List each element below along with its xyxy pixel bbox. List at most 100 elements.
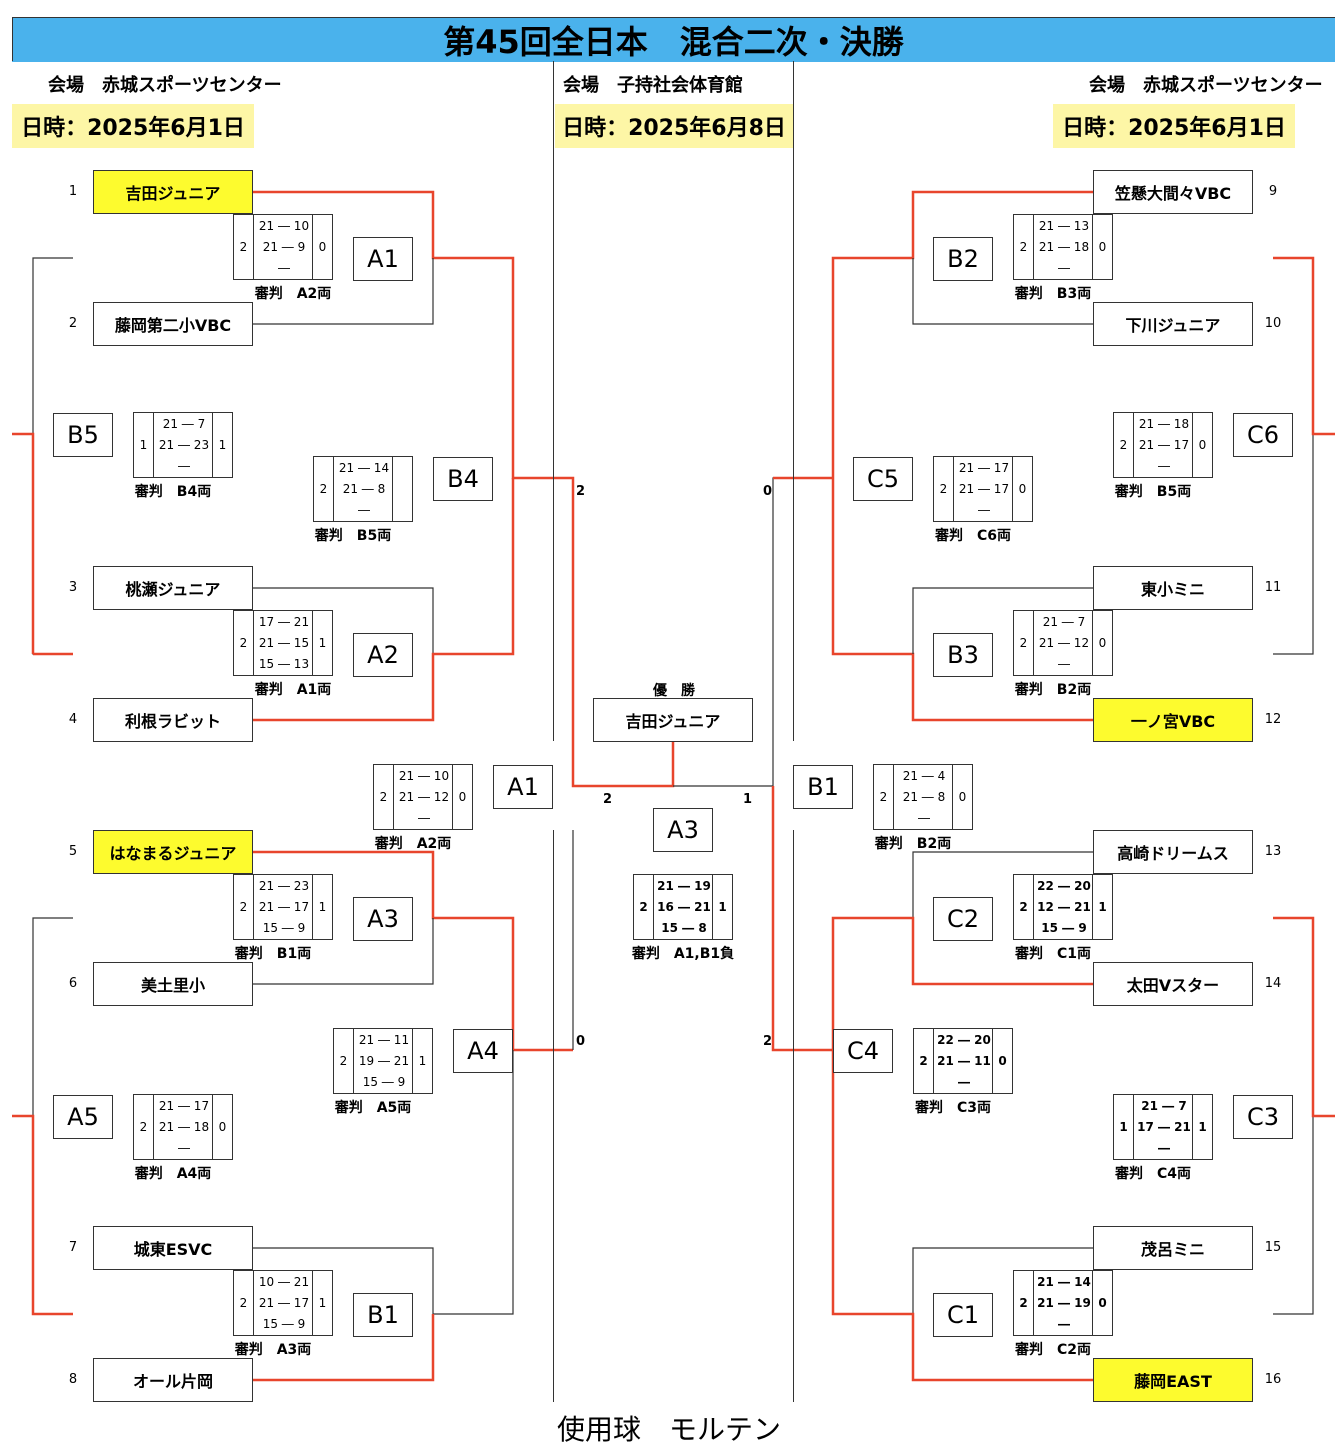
team-box: 太田Vスター [1093,962,1253,1006]
winner-path-line [253,1314,435,1382]
right-sets-won: 1 [312,1271,332,1335]
match-code: B2 [933,237,993,281]
left-sets-won: 2 [234,215,254,279]
bracket-line [253,258,434,325]
right-sets-won: 1 [312,875,332,939]
left-sets-won: 2 [334,1029,354,1093]
winner-path-line [831,916,1093,1050]
match-code: C6 [1233,413,1293,457]
set-score: 21 ― 15 [258,635,310,650]
center-divider-left-bottom [553,830,554,1402]
match-code: C3 [1233,1095,1293,1139]
left-sets-won: 2 [234,1271,254,1335]
referee-note: 審判 B4両 [134,484,212,500]
referee-note: 審判 A1両 [254,682,332,698]
team-box: 藤岡EAST [1093,1358,1253,1402]
winner-path-line [771,786,1093,1382]
team-number: 5 [68,844,78,859]
center-date: 日時：2025年6月8日 [555,104,793,148]
referee-note: 審判 C4両 [1114,1166,1191,1182]
set-score: 21 ― 17 [958,481,1010,496]
team-number: 16 [1264,1372,1282,1387]
final-score-left: 2 [603,792,613,807]
team-box: オール片岡 [93,1358,253,1402]
team-box: 桃瀬ジュニア [93,566,253,610]
set-score: 15 ― 13 [258,657,310,672]
right-sets-won: 1 [312,611,332,675]
set-score: 21 ― 10 [398,768,450,783]
match-code: A1 [353,237,413,281]
bracket-line [253,587,434,654]
referee-note: 審判 C1両 [1014,946,1091,962]
match-code: B1 [353,1293,413,1337]
set-score: 21 ― 17 [958,460,1010,475]
final-referee: 審判 A1,B1負 [631,946,735,962]
final-set-3: 15 ― 8 [661,921,707,936]
set-score: 21 ― 7 [162,416,206,431]
set-score: ― [1158,1141,1170,1156]
team-number: 11 [1264,580,1282,595]
set-score: 21 ― 14 [1037,1274,1091,1289]
set-score: ― [918,811,930,826]
left-venue: 会場 赤城スポーツセンター [48,75,282,96]
set-score: 21 ― 11 [358,1032,410,1047]
team-number: 12 [1264,712,1282,727]
team-box: 一ノ宮VBC [1093,698,1253,742]
team-number: 7 [68,1240,78,1255]
semi-score-bottom-left: 0 [576,1034,586,1049]
set-score: 17 ― 21 [258,614,310,629]
winner-path-line [253,478,515,722]
left-sets-won: 1 [134,413,154,477]
semi-score-bottom-right: 2 [763,1034,773,1049]
right-venue: 会場 赤城スポーツセンター [1089,75,1323,96]
bracket-line [912,1247,1093,1314]
team-number: 13 [1264,844,1282,859]
center-divider-right-top [793,61,794,741]
team-box: 下川ジュニア [1093,302,1253,346]
semi-score-top-left: 2 [576,484,586,499]
match-code: B1 [793,765,853,809]
team-box: 高崎ドリームス [1093,830,1253,874]
team-box: 城東ESVC [93,1226,253,1270]
set-score: 21 ― 9 [262,239,306,254]
set-score: 21 ― 17 [258,899,310,914]
match-code: B4 [433,457,493,501]
set-score: ― [958,1075,970,1090]
set-score: 12 ― 21 [1037,899,1091,914]
set-score: 21 ― 14 [338,460,390,475]
champion-box: 吉田ジュニア [593,698,753,742]
team-number: 10 [1264,316,1282,331]
set-score: 22 ― 20 [937,1032,991,1047]
match-code: C2 [933,897,993,941]
left-sets-won: 2 [234,611,254,675]
center-divider-left-top [553,61,554,741]
winner-path-line [1273,256,1335,436]
set-score: ― [358,503,370,518]
referee-note: 審判 C6両 [934,528,1011,544]
team-box: 藤岡第二小VBC [93,302,253,346]
final-right-sets: 1 [712,875,732,939]
left-sets-won: 2 [314,457,334,521]
team-number: 14 [1264,976,1282,991]
set-score: 21 ― 17 [1138,437,1190,452]
match-code: A1 [493,765,553,809]
page-title: 第45回全日本 混合二次・決勝 [12,17,1335,62]
team-box: 美土里小 [93,962,253,1006]
left-sets-won: 2 [234,875,254,939]
set-score: 22 ― 20 [1037,878,1091,893]
left-sets-won: 2 [134,1095,154,1159]
left-sets-won: 2 [874,765,894,829]
referee-note: 審判 B2両 [874,836,952,852]
